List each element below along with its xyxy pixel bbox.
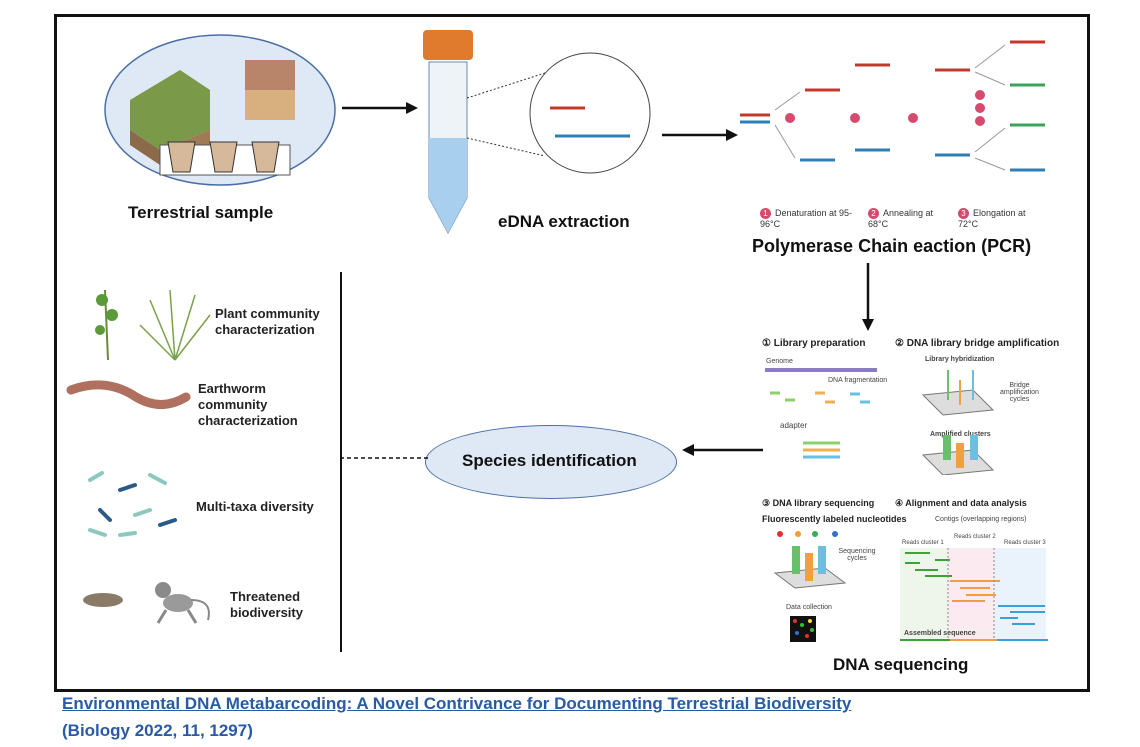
reads-cluster-3: Reads cluster 3	[1004, 540, 1046, 546]
panel1-title: ① Library preparation	[762, 338, 866, 349]
pcr-illustration	[740, 40, 1045, 172]
contigs-label: Contigs (overlapping regions)	[935, 516, 1027, 523]
vertical-divider	[340, 272, 342, 652]
nucleotides-label: Fluorescently labeled nucleotides	[762, 514, 907, 524]
plant-icon	[95, 289, 211, 361]
application-earthworm: Earthworm community characterization	[198, 381, 298, 428]
species-identification-label: Species identification	[462, 451, 637, 470]
dashed-connector	[340, 457, 428, 459]
reads-cluster-1: Reads cluster 1	[902, 540, 944, 546]
panel4-title: ④ Alignment and data analysis	[895, 498, 1027, 508]
genome-label: Genome	[766, 358, 793, 365]
arrow-down-icon	[862, 263, 874, 331]
amplified-clusters-label: Amplified clusters	[930, 431, 991, 438]
microbes-icon	[88, 471, 177, 537]
application-multi-taxa: Multi-taxa diversity	[196, 499, 314, 514]
arrow-left-icon	[682, 444, 763, 456]
alignment-reads	[905, 548, 1045, 640]
application-plant: Plant community characterization	[215, 306, 320, 337]
data-collection-label: Data collection	[786, 604, 832, 611]
genome-bar	[765, 368, 877, 372]
dna-sequencing-title: DNA sequencing	[833, 655, 969, 674]
application-threatened: Threatened biodiversity	[230, 589, 303, 620]
arrow-right-icon	[662, 129, 738, 141]
library-prep-illustration	[770, 391, 870, 459]
bridge-label: Bridge amplification cycles	[1000, 382, 1039, 403]
terrestrial-sample-label: Terrestrial sample	[128, 203, 274, 222]
assembled-sequence-label: Assembled sequence	[904, 630, 976, 637]
edna-tube-illustration	[423, 30, 651, 235]
pcr-title: Polymerase Chain eaction (PCR)	[752, 236, 1032, 256]
bridge-amplification-illustration	[921, 370, 995, 475]
panel2-title: ② DNA library bridge amplification	[895, 338, 1060, 349]
assembled-sequence-bar	[900, 639, 1048, 641]
article-citation: (Biology 2022, 11, 1297)	[62, 721, 253, 740]
species-identification-ellipse	[425, 425, 677, 499]
panel3-title: ③ DNA library sequencing	[762, 498, 875, 508]
earthworm-icon	[66, 380, 191, 409]
reads-cluster-2: Reads cluster 2	[954, 534, 996, 540]
article-title-link[interactable]: Environmental DNA Metabarcoding: A Novel…	[62, 694, 852, 713]
fragmentation-label: DNA fragmentation	[828, 377, 888, 384]
arrow-right-icon	[342, 102, 418, 114]
terrestrial-sample-illustration	[104, 34, 336, 186]
animals-icon	[83, 582, 210, 624]
hybridization-label: Library hybridization	[925, 356, 995, 363]
sequencing-illustration	[773, 531, 847, 642]
sequencing-cycles-label: Sequencing cycles	[838, 548, 876, 562]
edna-extraction-label: eDNA extraction	[498, 212, 630, 231]
adapter-label: adapter	[780, 421, 808, 430]
